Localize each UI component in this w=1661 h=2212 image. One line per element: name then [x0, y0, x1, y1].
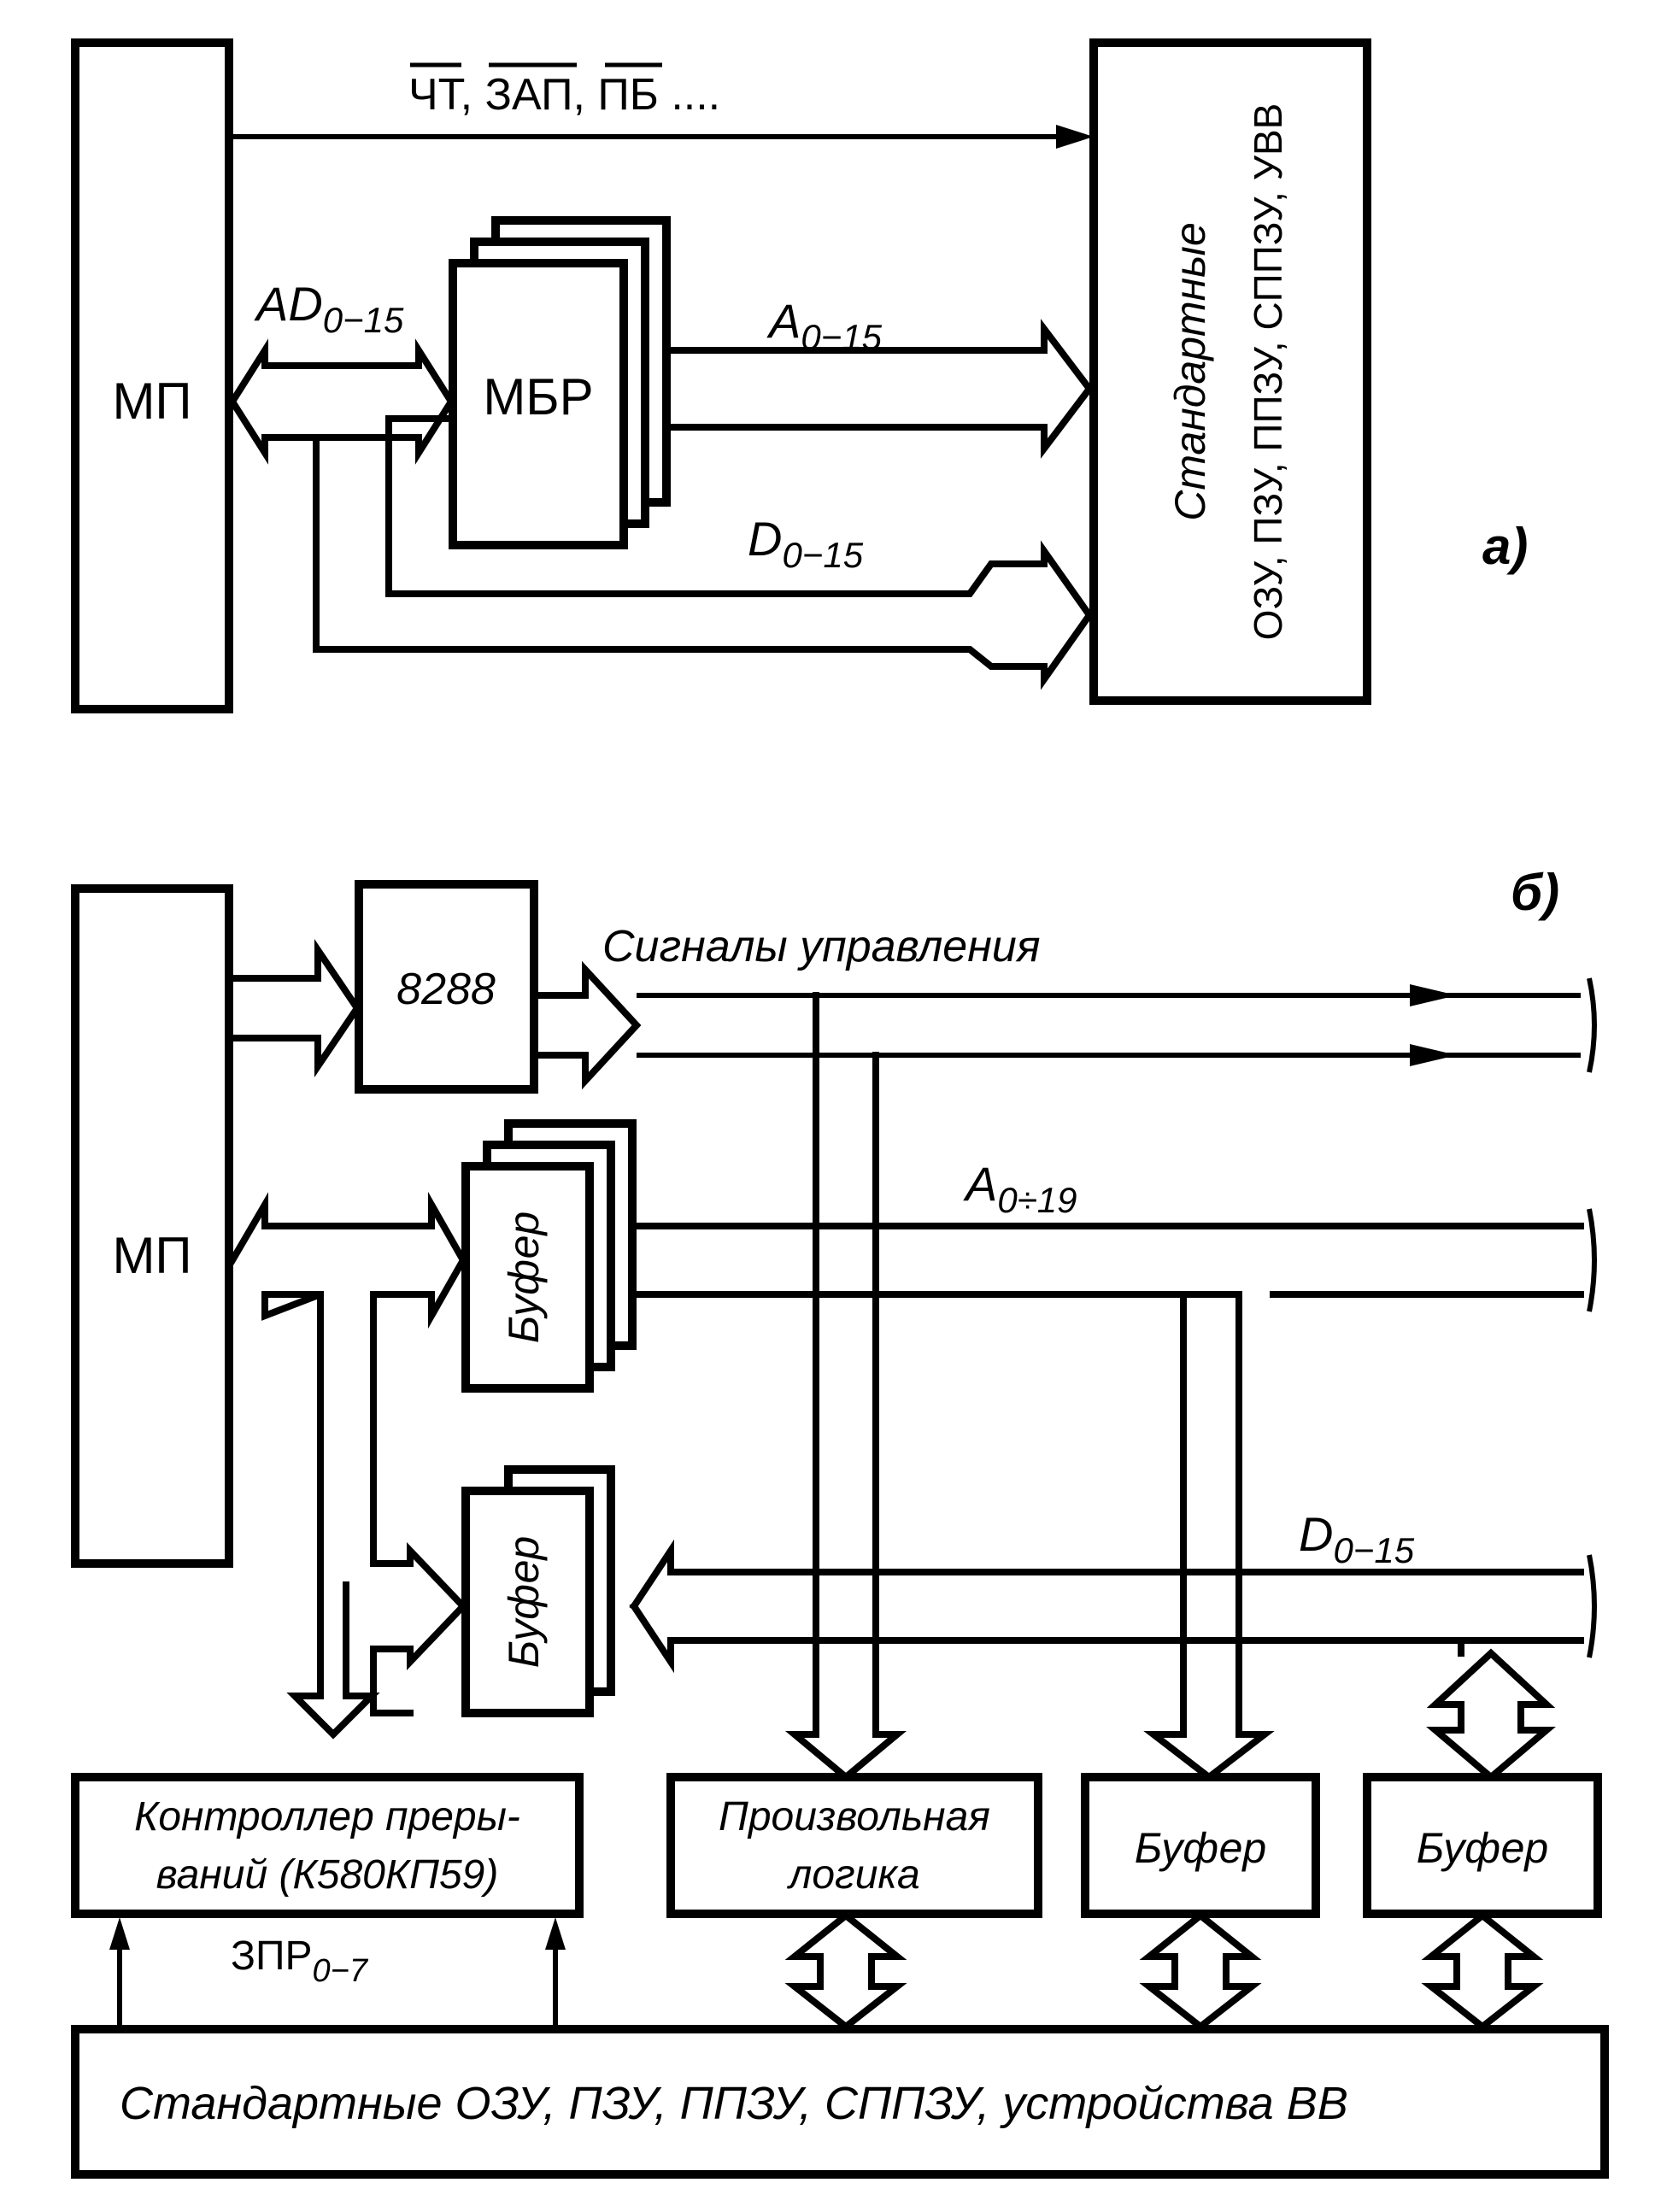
b-data-buffer-label: Буфер [500, 1536, 548, 1668]
a-data-bus-arrow [313, 415, 1094, 690]
a-signal-sep2: , [572, 70, 597, 120]
b-addr-buffer-label: Буфер [500, 1212, 548, 1343]
part-b: б) МП 8288 Сигналы управления Буфер A0÷1… [71, 864, 1609, 2179]
b-part-label: б) [1511, 864, 1559, 921]
a-signal-write: ЗАП [485, 70, 573, 120]
b-control-break [1587, 977, 1597, 1073]
b-address-bus-label: A0÷19 [963, 1157, 1077, 1220]
b-int-controller-line2: ваний (К580КП59) [156, 1852, 499, 1898]
b-8288-label: 8288 [396, 965, 496, 1014]
a-signal-bus: ПБ [597, 70, 659, 120]
a-standard-line1: Стандартные [1166, 222, 1214, 521]
b-logic-bidir-arrow [784, 1910, 907, 2032]
b-irq-arrowhead-right [545, 1917, 566, 1950]
a-mp-label: МП [112, 373, 191, 430]
b-data-bus-label: D0−15 [1299, 1507, 1415, 1570]
b-buffer3-bidir-arrow [1139, 1910, 1262, 2032]
a-standard-line2: ОЗУ, ПЗУ, ППЗУ, СППЗУ, УВВ [1246, 103, 1290, 641]
b-mp-8288-arrow [227, 938, 361, 1078]
b-control-label: Сигналы управления [602, 922, 1041, 971]
b-mp-label: МП [112, 1227, 191, 1284]
b-buffer4-block [1363, 1773, 1602, 1918]
b-standard-block [71, 2025, 1609, 2179]
a-standard-block [1089, 38, 1371, 705]
a-control-arrowhead [1056, 125, 1094, 149]
b-data-break [1587, 1554, 1597, 1658]
b-int-controller-block [71, 1773, 584, 1918]
b-mp-buffer-arrow [227, 1191, 467, 1567]
a-ad-bus-label: AD0−15 [254, 277, 404, 340]
b-irq-arrowhead-left [109, 1917, 130, 1950]
b-8288-out-arrow [532, 960, 642, 1090]
b-data-bus [629, 1539, 1584, 1674]
a-signal-tail: .... [659, 70, 720, 120]
a-mbr-label: МБР [483, 368, 593, 425]
b-irq-label: ЗПР0−7 [231, 1933, 369, 1989]
b-standard-label: Стандартные ОЗУ, ПЗУ, ППЗУ, СППЗУ, устро… [120, 2078, 1348, 2129]
b-logic-block [666, 1773, 1042, 1918]
b-buffer4-bidir-arrow [1426, 1637, 1556, 1782]
b-data-buffer [461, 1487, 594, 1717]
b-address-bus [631, 1223, 1584, 1298]
b-address-break [1587, 1208, 1597, 1312]
b-buffer3-label: Буфер [1135, 1824, 1266, 1872]
a-part-label: а) [1482, 518, 1528, 575]
b-buffer4-label: Буфер [1417, 1824, 1548, 1872]
b-control-arrowhead-1 [1410, 984, 1457, 1006]
b-data-buffer-in-arrow [370, 1542, 468, 1716]
b-logic-line2: логика [786, 1852, 920, 1898]
b-addr-buffer [461, 1162, 594, 1393]
b-logic-line1: Произвольная [719, 1794, 990, 1839]
a-control-signals: ЧТ, ЗАП, ПБ .... [408, 70, 720, 120]
b-control-arrowhead-2 [1410, 1044, 1457, 1066]
b-mp-block [71, 884, 233, 1568]
b-logic-tap-arrow [784, 992, 907, 1782]
b-mp-arrow-left-tip [261, 1291, 322, 1321]
a-address-bus-label: A0−15 [766, 294, 883, 357]
b-int-controller-line1: Контроллер преры- [134, 1794, 520, 1839]
b-branch-to-irq [286, 1291, 380, 1740]
b-8288-block [355, 880, 538, 1094]
a-address-bus-arrow [665, 319, 1095, 459]
a-signal-sep1: , [461, 70, 485, 120]
b-buffer4-bottom-bidir-arrow [1421, 1910, 1544, 2032]
a-signal-read: ЧТ [408, 70, 465, 120]
b-buffer3-tap-arrow [1143, 1291, 1275, 1782]
part-a: МП Стандартные ОЗУ, ПЗУ, ППЗУ, СППЗУ, УВ… [71, 38, 1528, 713]
a-mp-block [71, 38, 233, 713]
a-data-bus-label: D0−15 [748, 512, 864, 575]
a-ad-bus-arrow [228, 338, 455, 465]
